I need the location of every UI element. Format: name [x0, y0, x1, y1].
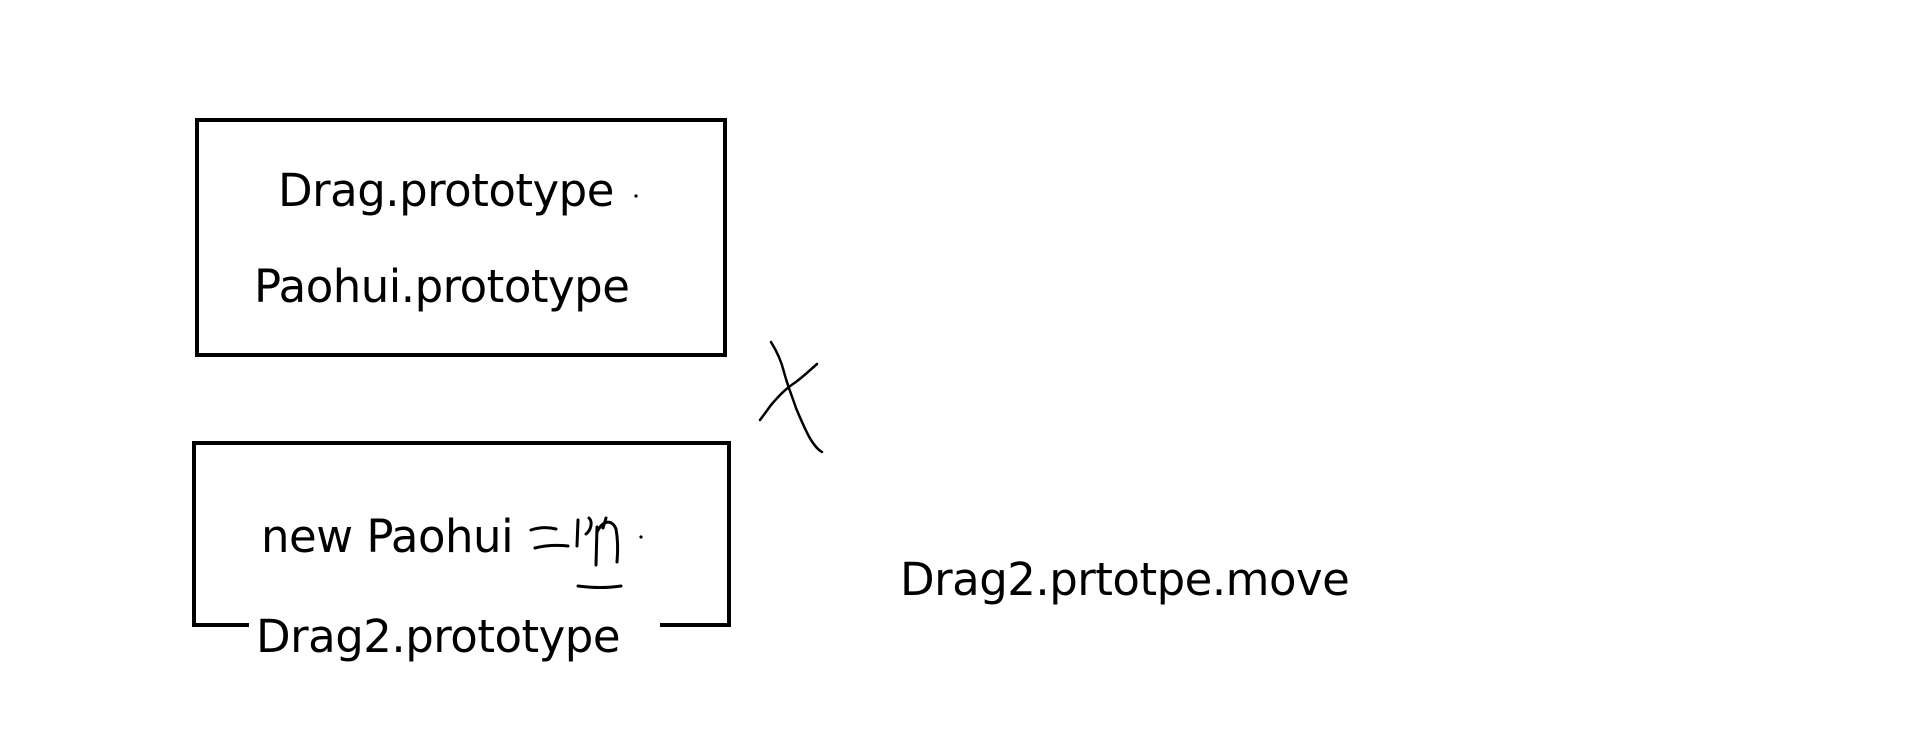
hand-drawn-cross — [758, 340, 824, 454]
hand-drawn-scribble — [529, 516, 623, 589]
scribble-equals-bottom — [533, 543, 570, 550]
scribble-underline — [576, 584, 623, 589]
dot-after-scribble — [639, 535, 643, 539]
top-box-label-1: Drag.prototype — [278, 164, 614, 217]
scribble-glyph-1-vertical — [575, 518, 580, 548]
top-box-frame — [195, 118, 727, 357]
scribble-equals-top — [529, 526, 558, 532]
scribble-glyph-2-arch — [595, 520, 620, 564]
bottom-box-label-1: new Paohui — [261, 510, 514, 563]
scribble-glyph-2-tick — [601, 516, 608, 530]
bottom-box-label-2: Drag2.prototype — [256, 610, 621, 663]
bottom-box-frame — [192, 441, 731, 627]
side-label: Drag2.prtotpe.move — [900, 553, 1350, 606]
dot-after-drag-prototype — [634, 194, 638, 198]
scribble-glyph-1-hook — [584, 516, 593, 536]
top-box-label-2: Paohui.prototype — [254, 260, 630, 313]
cross-stroke-2 — [758, 362, 819, 422]
cross-stroke-1 — [769, 340, 824, 454]
